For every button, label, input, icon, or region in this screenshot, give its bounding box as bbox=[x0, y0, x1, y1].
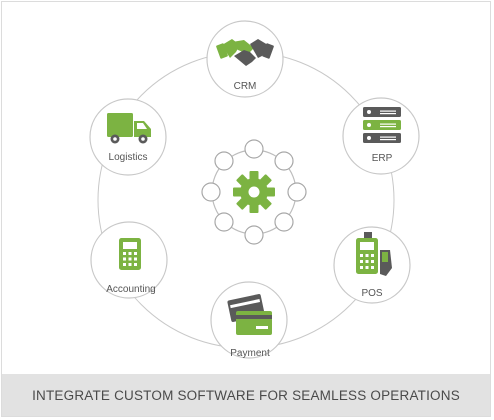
hub-bead bbox=[201, 182, 221, 202]
node-logistics: Logistics bbox=[89, 98, 167, 176]
payment-label: Payment bbox=[230, 348, 270, 359]
caption-text: INTEGRATE CUSTOM SOFTWARE FOR SEAMLESS O… bbox=[32, 387, 460, 403]
calculator-icon bbox=[119, 238, 141, 270]
pos-label: POS bbox=[361, 288, 382, 299]
central-hub bbox=[201, 139, 307, 245]
hub-bead bbox=[274, 212, 294, 232]
card-terminal-icon bbox=[356, 232, 392, 276]
server-rack-icon bbox=[363, 107, 401, 143]
accounting-label: Accounting bbox=[106, 284, 155, 295]
hub-bead bbox=[244, 139, 264, 159]
hub-bead bbox=[214, 212, 234, 232]
erp-label: ERP bbox=[372, 153, 393, 164]
node-payment: Payment bbox=[210, 281, 288, 359]
hub-bead bbox=[244, 225, 264, 245]
node-crm: CRM bbox=[206, 20, 284, 98]
node-accounting: Accounting bbox=[90, 221, 168, 299]
hub-bead bbox=[287, 182, 307, 202]
integration-diagram: CRM ERP bbox=[89, 20, 420, 359]
hub-bead bbox=[274, 151, 294, 171]
node-pos: POS bbox=[333, 226, 411, 304]
caption-bar: INTEGRATE CUSTOM SOFTWARE FOR SEAMLESS O… bbox=[2, 374, 490, 416]
handshake-icon bbox=[216, 39, 274, 66]
hub-bead bbox=[214, 151, 234, 171]
credit-cards-icon bbox=[227, 294, 272, 335]
logistics-label: Logistics bbox=[109, 152, 148, 163]
truck-icon bbox=[107, 113, 151, 144]
crm-label: CRM bbox=[234, 81, 257, 92]
node-erp: ERP bbox=[342, 97, 420, 175]
gear-hub-icon bbox=[233, 171, 275, 213]
